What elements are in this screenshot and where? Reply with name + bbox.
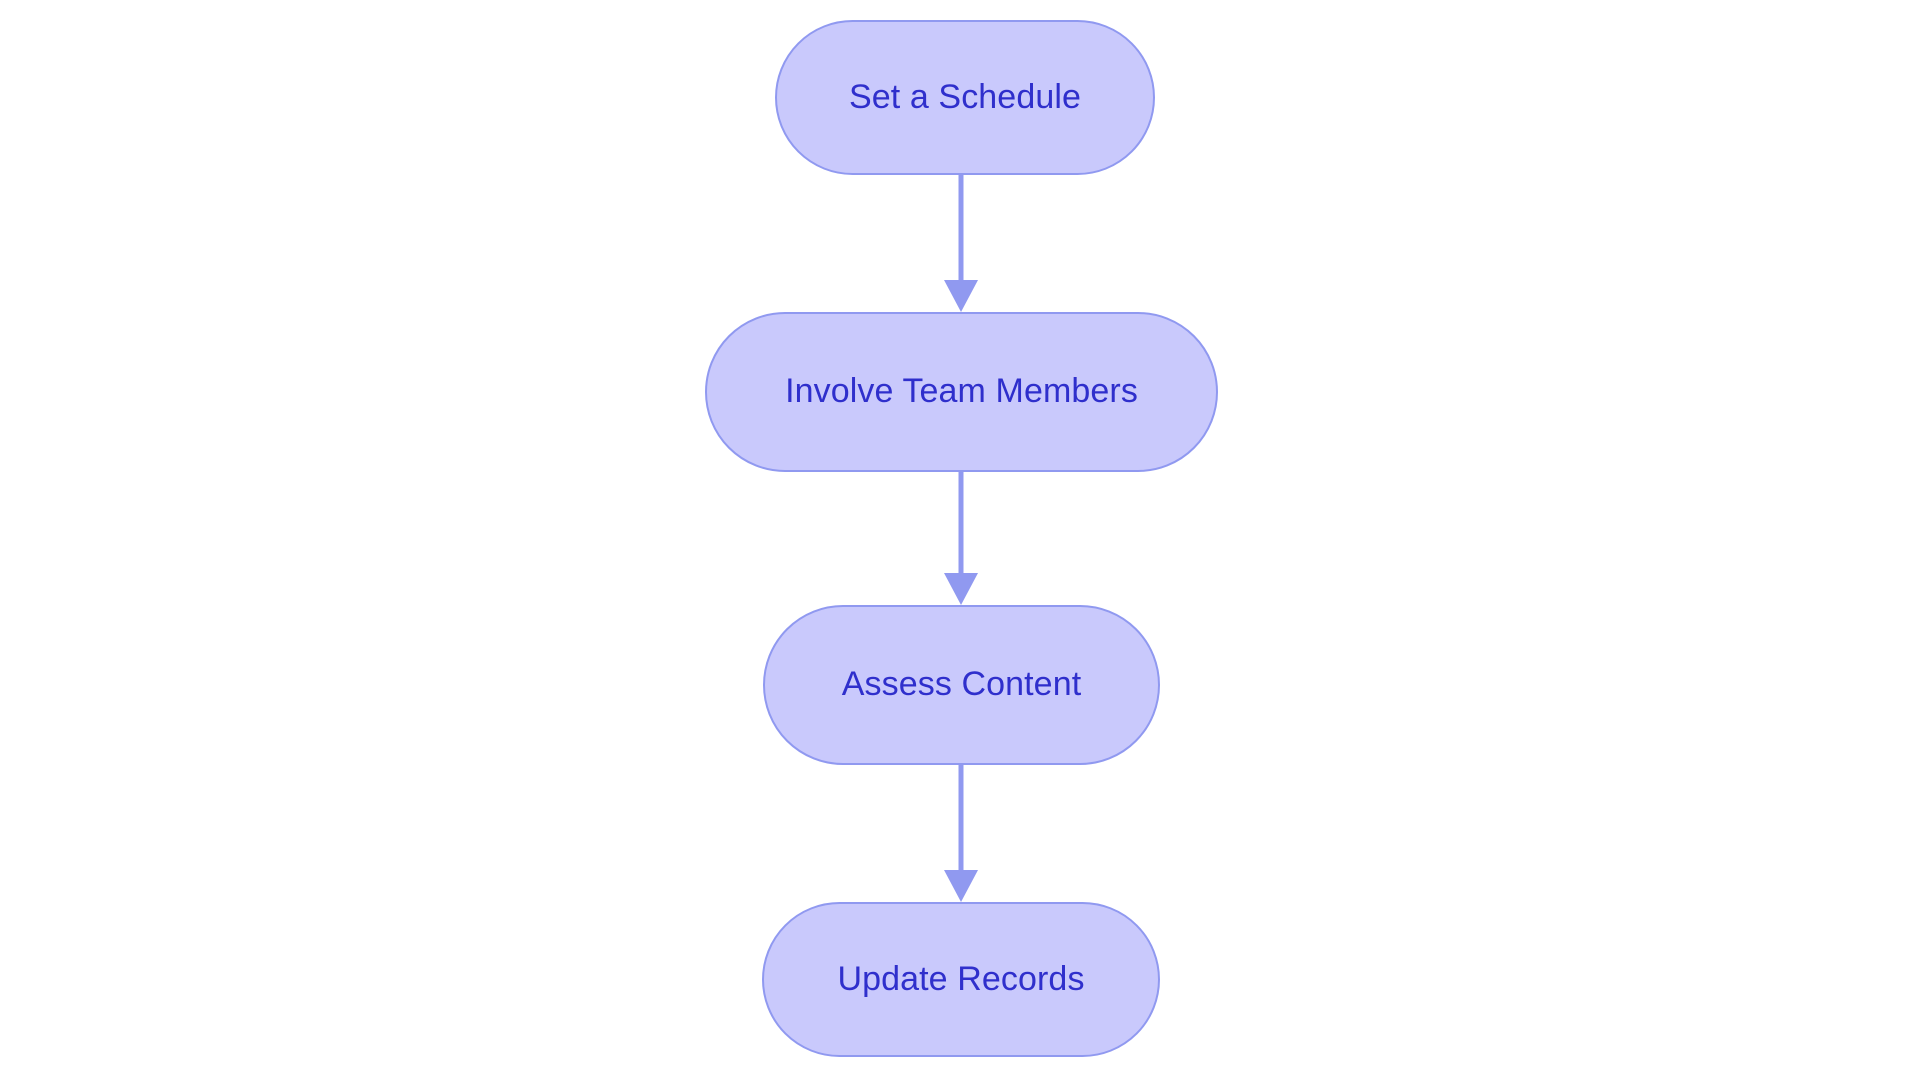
edge-assess-content-to-update-records [944,765,978,902]
edge-involve-team-members-to-assess-content [944,472,978,605]
arrowhead-icon [944,870,978,902]
arrowhead-icon [944,573,978,605]
flow-node-set-a-schedule[interactable]: Set a Schedule [775,20,1155,175]
flow-node-label: Assess Content [841,665,1082,704]
flow-node-update-records[interactable]: Update Records [762,902,1160,1057]
flow-node-label: Involve Team Members [785,372,1138,411]
flow-node-label: Update Records [837,959,1085,998]
flow-node-assess-content[interactable]: Assess Content [763,605,1160,765]
flow-node-involve-team-members[interactable]: Involve Team Members [705,312,1218,472]
edge-set-a-schedule-to-involve-team-members [944,175,978,312]
flow-node-label: Set a Schedule [848,77,1081,116]
arrowhead-icon [944,280,978,312]
